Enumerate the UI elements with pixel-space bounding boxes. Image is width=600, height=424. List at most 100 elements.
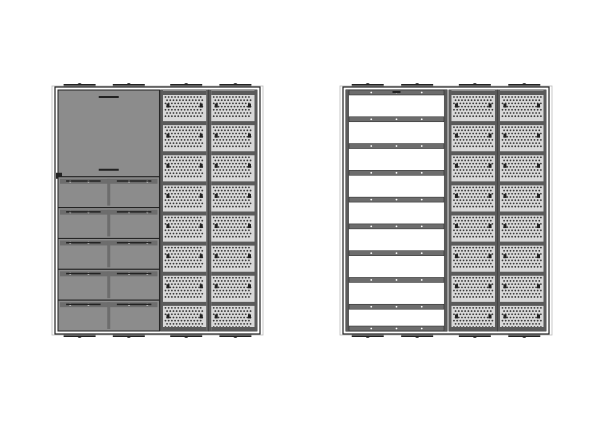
perforation-hole <box>174 205 176 208</box>
perforation-hole <box>459 145 462 148</box>
perforation-hole <box>233 249 236 252</box>
perforation-hole <box>527 199 529 202</box>
perforation-hole <box>190 283 192 286</box>
perforation-hole <box>194 142 197 145</box>
perforation-hole <box>216 216 218 219</box>
perforation-hole <box>216 186 218 189</box>
perforation-hole <box>464 196 467 198</box>
perforation-hole <box>193 283 196 286</box>
perforation-hole <box>191 322 194 325</box>
perforation-hole <box>196 205 199 208</box>
cabinet-outline <box>51 85 264 336</box>
perforation-hole <box>528 226 531 229</box>
perforation-hole <box>453 169 455 171</box>
perforation-hole <box>243 129 246 132</box>
perforation-hole <box>511 253 513 255</box>
perforation-hole <box>465 108 468 111</box>
perforation-hole <box>220 316 223 319</box>
perforation-hole <box>527 115 529 118</box>
perforation-hole <box>538 129 541 132</box>
perforation-hole <box>469 289 471 292</box>
perforation-hole <box>528 286 531 289</box>
perforation-hole <box>478 139 481 141</box>
perforation-hole <box>531 135 534 138</box>
perforation-hole <box>469 205 471 208</box>
perforation-hole <box>172 232 175 235</box>
perforation-hole <box>164 199 167 202</box>
perforation-hole <box>174 132 176 135</box>
perforation-hole <box>232 246 234 249</box>
perforation-hole <box>164 126 167 129</box>
perforation-hole <box>172 249 175 252</box>
perforation-hole <box>166 310 168 312</box>
perforation-hole <box>507 283 510 286</box>
perforation-hole <box>539 192 542 195</box>
perforation-hole <box>531 249 534 252</box>
perforation-hole <box>186 319 189 322</box>
perforation-hole <box>244 296 247 298</box>
perforation-hole <box>488 186 491 189</box>
perforation-hole <box>517 235 520 238</box>
perforation-hole <box>515 256 518 259</box>
perforation-hole <box>164 132 167 135</box>
perforation-hole <box>180 102 183 105</box>
perforation-hole <box>530 276 533 279</box>
perforation-hole <box>230 256 233 259</box>
perforation-hole <box>530 235 533 238</box>
perforation-hole <box>488 115 491 118</box>
perforation-hole <box>217 112 220 114</box>
perforation-hole <box>528 105 531 108</box>
perforation-hole <box>483 219 486 222</box>
perforation-hole <box>224 159 226 162</box>
perforation-hole <box>533 223 536 225</box>
perforation-hole <box>478 283 481 286</box>
column-post <box>543 90 546 331</box>
perforation-hole <box>469 108 471 111</box>
perforation-hole <box>462 235 465 238</box>
shelf-rail <box>162 327 207 331</box>
perforation-hole <box>519 196 521 198</box>
perforation-hole <box>527 289 529 292</box>
perforation-hole <box>190 296 192 298</box>
perforation-hole <box>201 249 204 252</box>
perforation-hole <box>230 196 233 198</box>
perforation-hole <box>535 262 537 265</box>
perforation-hole <box>470 232 473 235</box>
perforation-hole <box>453 102 455 105</box>
perforation-hole <box>535 142 537 145</box>
perforation-hole <box>522 135 525 138</box>
perforation-hole <box>199 205 202 208</box>
door-hinge <box>56 172 62 179</box>
perforation-hole <box>535 286 537 289</box>
perforation-hole <box>527 186 529 189</box>
perforation-hole <box>501 175 504 178</box>
perforation-hole <box>167 235 170 238</box>
perforation-hole <box>232 96 234 98</box>
perforation-hole <box>512 129 515 132</box>
perforation-hole <box>241 115 244 118</box>
perforation-hole <box>512 172 515 175</box>
perforation-hole <box>175 142 178 145</box>
perforation-hole <box>180 108 183 111</box>
perforation-hole <box>178 262 181 265</box>
perforated-column <box>448 89 498 332</box>
perforation-hole <box>225 205 228 208</box>
perforation-hole <box>528 172 531 175</box>
perforation-hole <box>164 156 167 159</box>
perforation-hole <box>527 246 529 249</box>
perforation-hole <box>509 172 512 175</box>
perforation-hole <box>178 129 181 132</box>
shelf-rivet <box>370 279 373 281</box>
perforation-hole <box>188 142 191 145</box>
perforation-hole <box>175 286 178 289</box>
perforation-hole <box>193 223 196 225</box>
perforation-hole <box>531 262 534 265</box>
perforation-hole <box>472 145 475 148</box>
perforation-hole <box>465 96 468 98</box>
perforation-hole <box>199 156 202 159</box>
perforation-hole <box>523 145 526 148</box>
perforation-hole <box>174 108 176 111</box>
perforation-hole <box>501 223 504 225</box>
perforation-hole <box>220 202 223 205</box>
perforation-hole <box>485 132 487 135</box>
